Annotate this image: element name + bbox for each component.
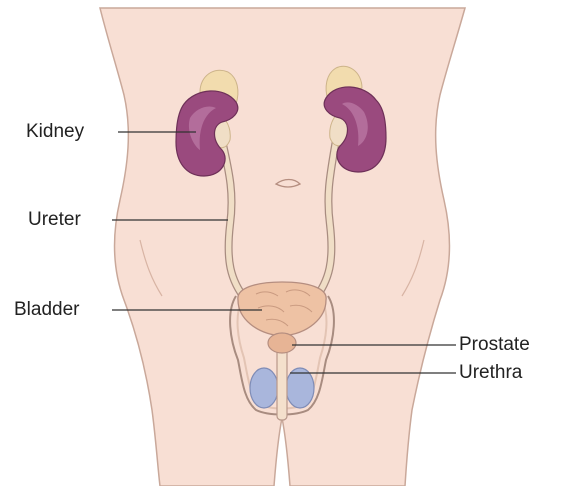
ureter-label: Ureter	[28, 209, 81, 231]
kidney-label: Kidney	[26, 121, 84, 143]
bladder-label: Bladder	[14, 299, 80, 321]
urethra-label: Urethra	[459, 362, 522, 384]
left-testis	[250, 368, 278, 408]
prostate	[268, 333, 296, 353]
right-testis	[286, 368, 314, 408]
prostate-label: Prostate	[459, 334, 530, 356]
